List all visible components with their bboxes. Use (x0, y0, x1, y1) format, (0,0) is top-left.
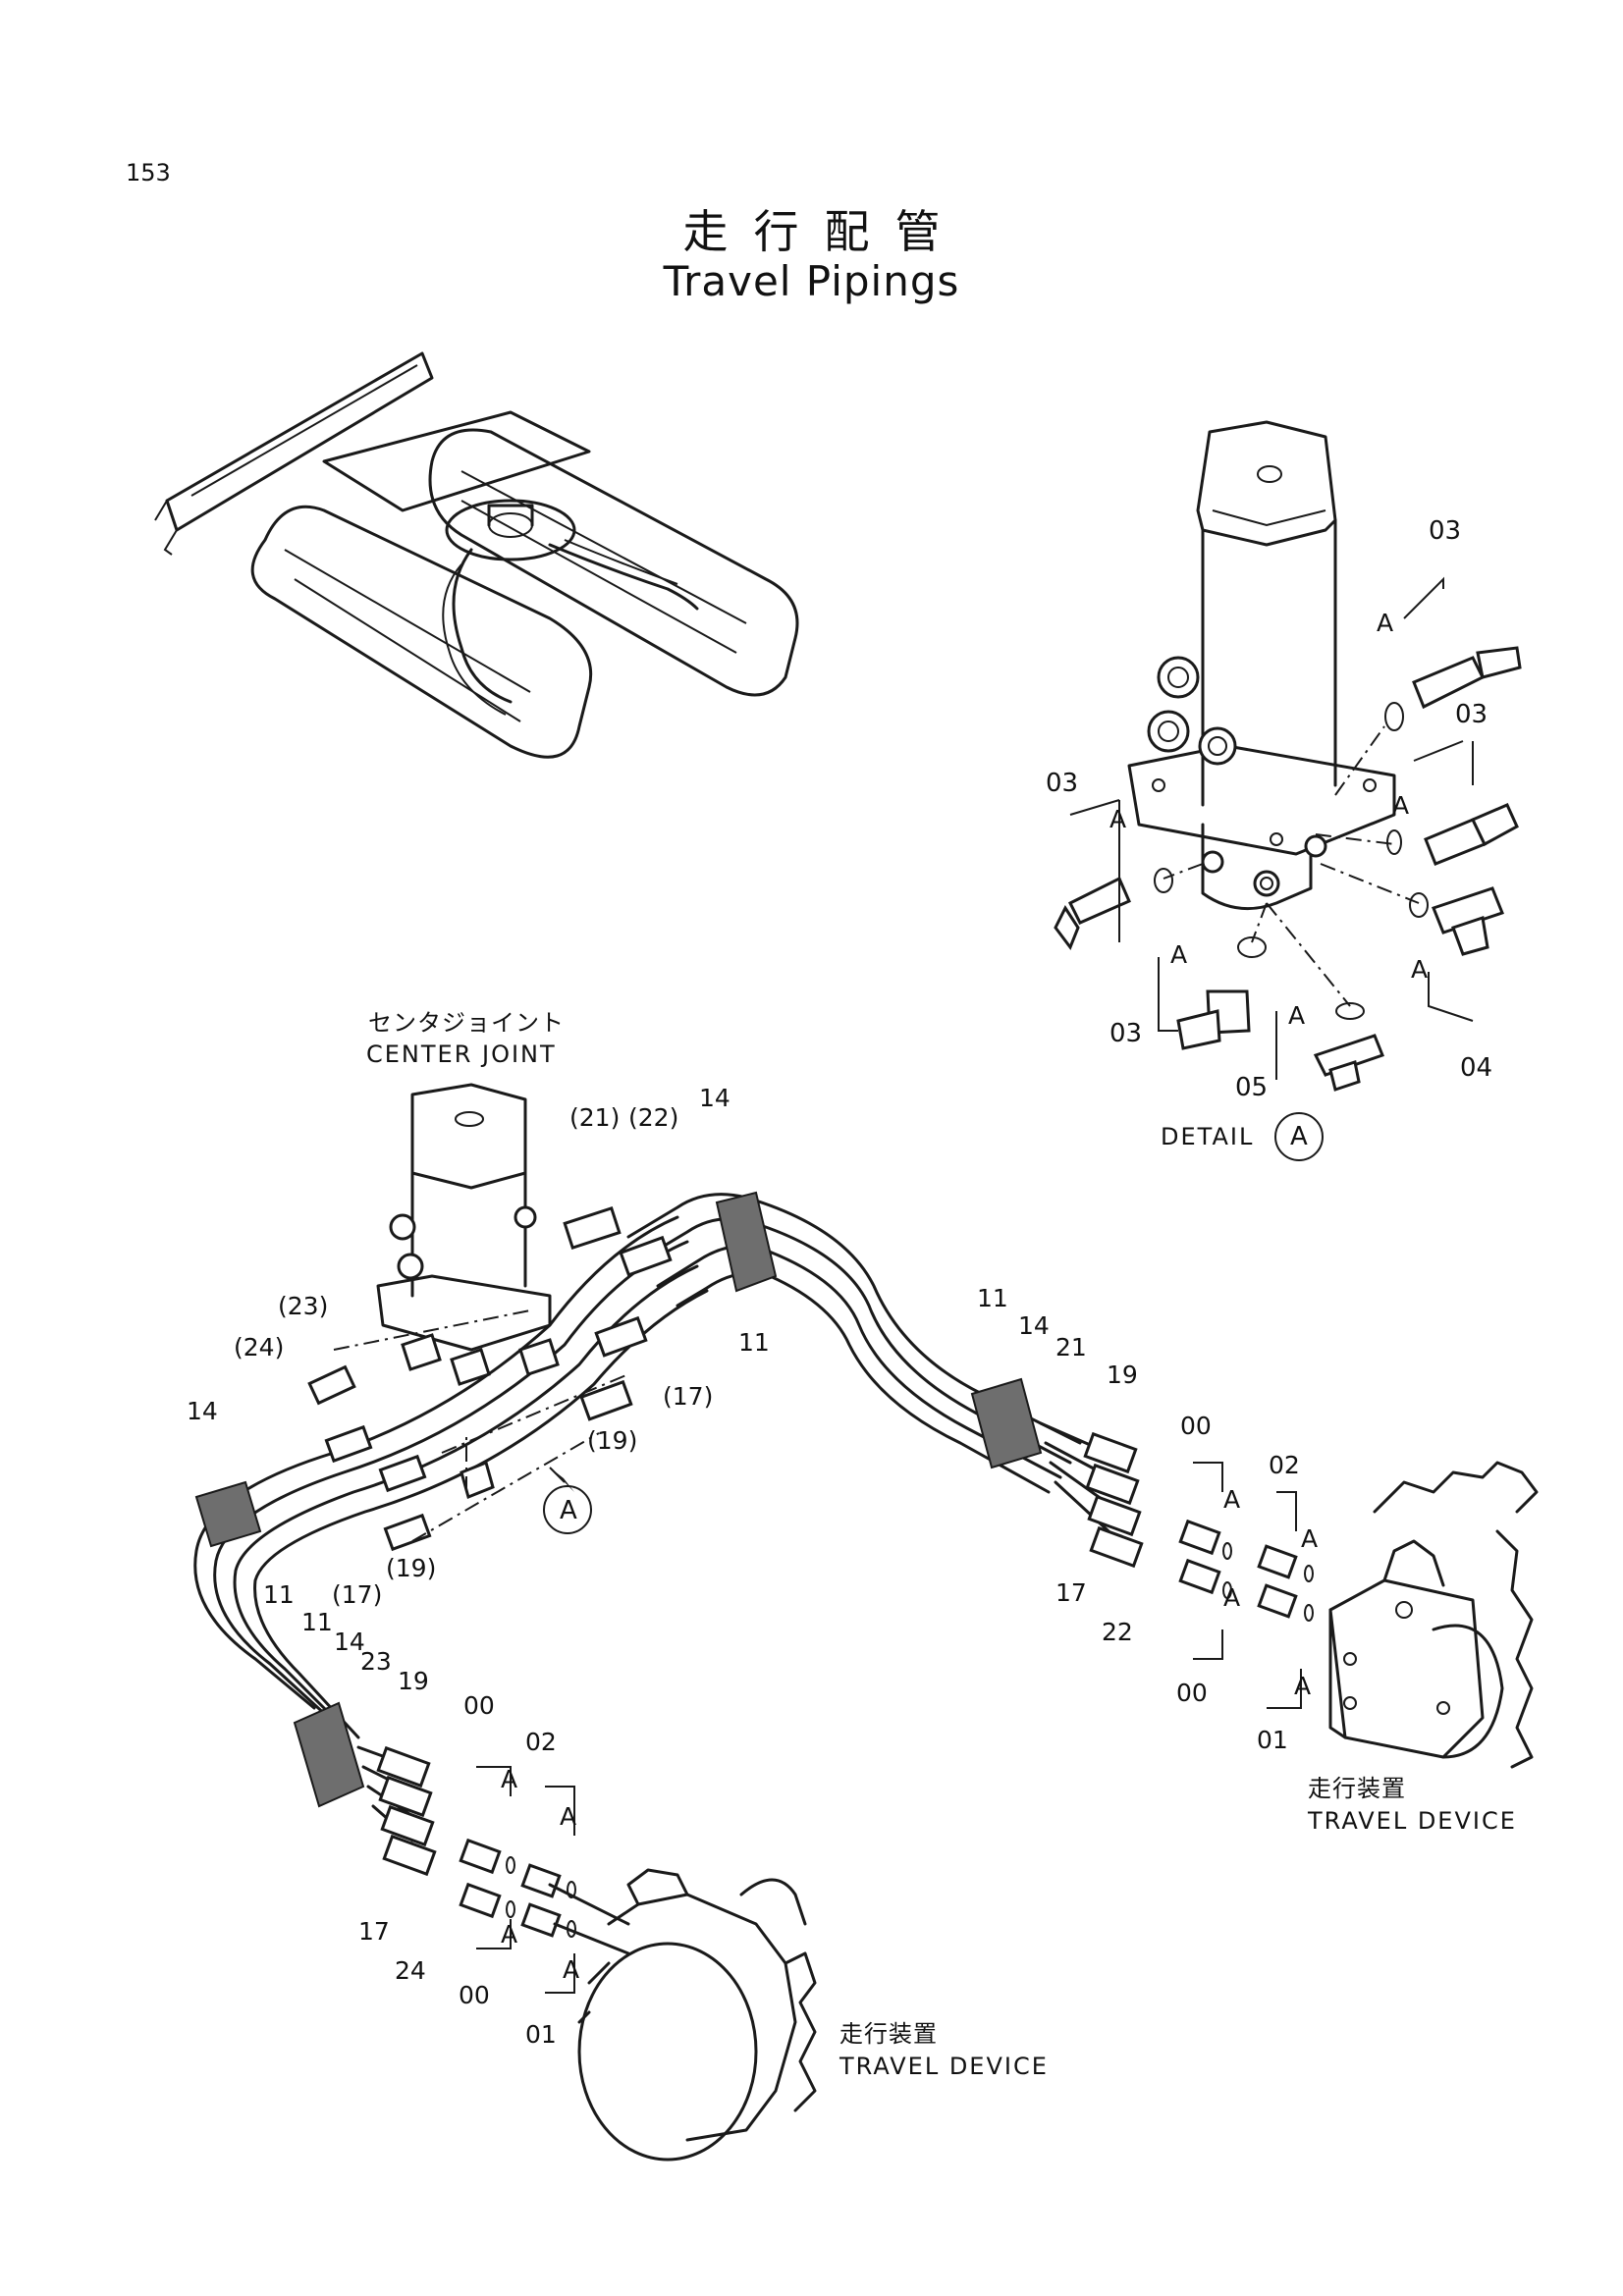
left-device-label-jp: 走行装置 (839, 2020, 938, 2048)
right-callout: 00 (1176, 1679, 1208, 1707)
detail-label: DETAIL (1161, 1123, 1255, 1150)
main-callout: 14 (187, 1397, 218, 1425)
right-callout: 01 (1257, 1726, 1288, 1754)
detail-callout: A (1288, 1001, 1306, 1030)
main-callout: (21) (569, 1103, 621, 1132)
detail-callout: 04 (1460, 1053, 1493, 1083)
right-callout: 11 (977, 1284, 1008, 1312)
left-callout: A (563, 1955, 580, 1984)
right-callout: A (1294, 1672, 1312, 1700)
detail-callout: A (1109, 805, 1127, 833)
left-device-label-en: TRAVEL DEVICE (839, 2053, 1049, 2080)
detail-callout: 03 (1109, 1019, 1143, 1048)
right-device-label-en: TRAVEL DEVICE (1308, 1807, 1517, 1835)
main-callout: A (560, 1496, 577, 1525)
main-callout: 14 (699, 1084, 730, 1112)
left-callout: 24 (395, 1956, 426, 1985)
right-callout: 14 (1018, 1311, 1050, 1340)
left-callout: 17 (358, 1917, 390, 1946)
undercarriage-overview (154, 351, 799, 759)
left-callout: A (501, 1765, 518, 1793)
main-callout: 11 (738, 1328, 770, 1357)
right-callout: 22 (1102, 1618, 1133, 1646)
detail-callout: 03 (1046, 769, 1079, 798)
main-callout: 11 (263, 1580, 295, 1609)
left-callout: 11 (301, 1608, 333, 1636)
detail-callout: 03 (1429, 516, 1462, 546)
right-callout: A (1223, 1583, 1241, 1612)
detail-a-center-joint (1054, 420, 1522, 1092)
left-callout: 23 (360, 1647, 392, 1676)
center-joint-label-jp: センタジョイント (368, 1009, 565, 1037)
main-callout: (19) (386, 1554, 437, 1582)
right-travel-device (1328, 1461, 1539, 1769)
left-callout: 14 (334, 1628, 365, 1656)
left-callout: 02 (525, 1728, 557, 1756)
detail-callout: A (1411, 955, 1429, 984)
right-callout: 17 (1055, 1578, 1087, 1607)
main-callout: (24) (234, 1333, 285, 1362)
left-callout: A (501, 1920, 518, 1949)
center-joint-label-en: CENTER JOINT (366, 1041, 557, 1068)
detail-callout: 03 (1455, 700, 1488, 729)
right-callout: 00 (1180, 1412, 1212, 1440)
right-callout: 19 (1107, 1361, 1138, 1389)
detail-callout: A (1377, 609, 1394, 637)
right-callout: A (1301, 1524, 1319, 1553)
main-callout: (19) (587, 1426, 638, 1455)
page-title-jp: 走行配管 (682, 205, 966, 258)
center-joint-fittings (307, 1206, 673, 1552)
left-callout: A (560, 1802, 577, 1831)
left-callout: 00 (463, 1691, 495, 1720)
hose-bundle (193, 1191, 1121, 1842)
right-device-fittings (1083, 1431, 1314, 1709)
left-callout: 01 (525, 2020, 557, 2049)
page-number: 153 (126, 159, 171, 187)
left-travel-device (577, 1868, 817, 2162)
main-callout: (22) (628, 1103, 679, 1132)
detail-callout: 05 (1235, 1073, 1269, 1102)
main-marker-circle (543, 1485, 592, 1534)
left-device-fittings (376, 1745, 630, 1994)
center-joint-main (376, 1083, 552, 1352)
detail-callout: A (1170, 940, 1188, 969)
right-callout: A (1223, 1485, 1241, 1514)
left-callout: 19 (398, 1667, 429, 1695)
main-callout: (17) (332, 1580, 383, 1609)
detail-marker-circle (1274, 1112, 1324, 1161)
left-callout: 00 (459, 1981, 490, 2009)
right-callout: 02 (1269, 1451, 1300, 1479)
main-callout: (17) (663, 1382, 714, 1411)
detail-callout: A (1392, 791, 1410, 820)
main-callout: (23) (278, 1292, 329, 1320)
right-device-label-jp: 走行装置 (1308, 1775, 1406, 1802)
detail-marker: A (1290, 1122, 1308, 1151)
page-title-en: Travel Pipings (663, 257, 960, 305)
right-callout: 21 (1055, 1333, 1087, 1362)
